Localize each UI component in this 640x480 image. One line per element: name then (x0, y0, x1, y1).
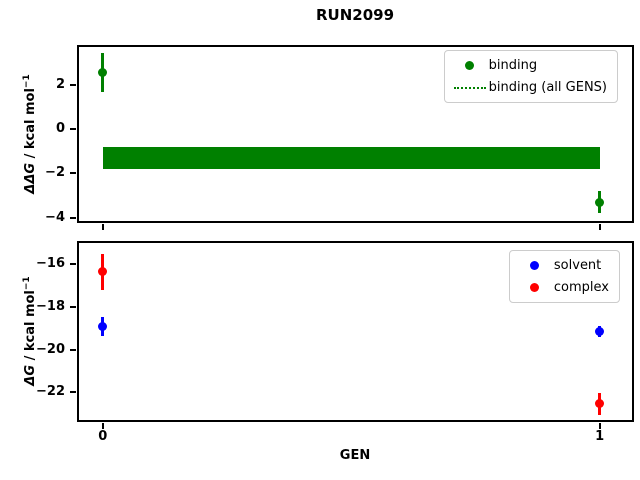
legend-label: complex (553, 280, 609, 295)
data-point-solvent (595, 327, 605, 336)
legend-item-solvent: solvent (516, 257, 609, 274)
band-binding-all-gens- (102, 146, 600, 169)
x-tick-mark (101, 423, 104, 429)
y-tick-mark (70, 391, 76, 394)
y-tick-label: −20 (36, 341, 65, 357)
dg-units-exponent: −1 (21, 276, 32, 291)
dotted-line-icon (451, 86, 489, 89)
dg-math-text: ΔG (23, 364, 39, 386)
binding-marker-icon (451, 61, 489, 70)
y-tick-mark (70, 263, 76, 266)
data-point-binding (595, 197, 605, 207)
x-tick-mark (598, 224, 601, 230)
axes-ddg (77, 45, 634, 223)
y-tick-label: −2 (45, 165, 65, 181)
data-point-complex (595, 399, 605, 409)
y-tick-mark (70, 348, 76, 351)
y-tick-label: −4 (45, 209, 65, 225)
data-point-complex (98, 267, 108, 277)
solvent-marker-icon (516, 261, 554, 270)
y-tick-mark (70, 305, 76, 308)
y-tick-label: −16 (36, 256, 65, 272)
y-tick-label: −18 (36, 298, 65, 314)
y-axis-label-dg: ΔG / kcal mol−1 (22, 276, 38, 385)
x-tick-label: 1 (595, 429, 605, 444)
y-tick-label: 0 (55, 121, 65, 137)
legend-dg: solvent complex (508, 250, 620, 303)
y-tick-mark (70, 172, 76, 175)
y-tick-mark (70, 83, 76, 86)
x-axis-label: GEN (339, 448, 371, 463)
axes-dg (77, 241, 634, 422)
y-tick-mark (70, 216, 76, 219)
legend-label: binding (all GENS) (488, 80, 607, 95)
legend-label: solvent (553, 258, 602, 273)
legend-item-complex: complex (516, 279, 609, 296)
legend-item-binding-all-gens: binding (all GENS) (451, 79, 607, 96)
legend-binding: binding binding (all GENS) (443, 50, 618, 103)
x-tick-mark (598, 423, 601, 429)
y-tick-mark (70, 128, 76, 131)
x-tick-mark (101, 224, 104, 230)
x-tick-label: 0 (98, 429, 108, 444)
y-tick-label: −22 (36, 384, 65, 400)
data-point-solvent (98, 321, 108, 331)
legend-item-binding: binding (451, 57, 607, 74)
figure-title: RUN2099 (315, 6, 395, 24)
data-point-binding (98, 68, 108, 78)
legend-label: binding (488, 58, 538, 73)
y-tick-label: 2 (55, 76, 65, 92)
complex-marker-icon (516, 283, 554, 292)
